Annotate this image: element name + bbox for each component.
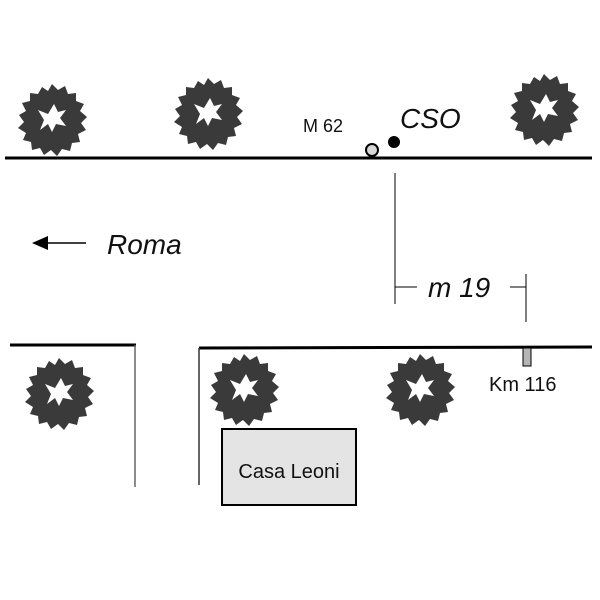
arrow-left-icon (32, 236, 48, 250)
tree-icon (386, 354, 455, 426)
building-label: Casa Leoni (238, 461, 339, 483)
km-post-label: Km 116 (489, 374, 556, 396)
open-circle-marker-icon (365, 143, 379, 157)
building-casa-leoni (221, 428, 357, 506)
tree-icon (210, 354, 279, 426)
tree-icon (25, 358, 94, 430)
tree-icon (18, 84, 87, 156)
tree-icon (174, 78, 243, 150)
distance-label: m 19 (428, 272, 490, 303)
station-code-label: CSO (400, 103, 461, 134)
road-edge-south-east (198, 345, 593, 350)
kilometer-post-icon (522, 347, 532, 367)
filled-circle-marker-icon (388, 136, 400, 148)
marker-label: M 62 (303, 116, 343, 136)
tree-icon (510, 74, 579, 146)
direction-label: Roma (107, 229, 182, 260)
